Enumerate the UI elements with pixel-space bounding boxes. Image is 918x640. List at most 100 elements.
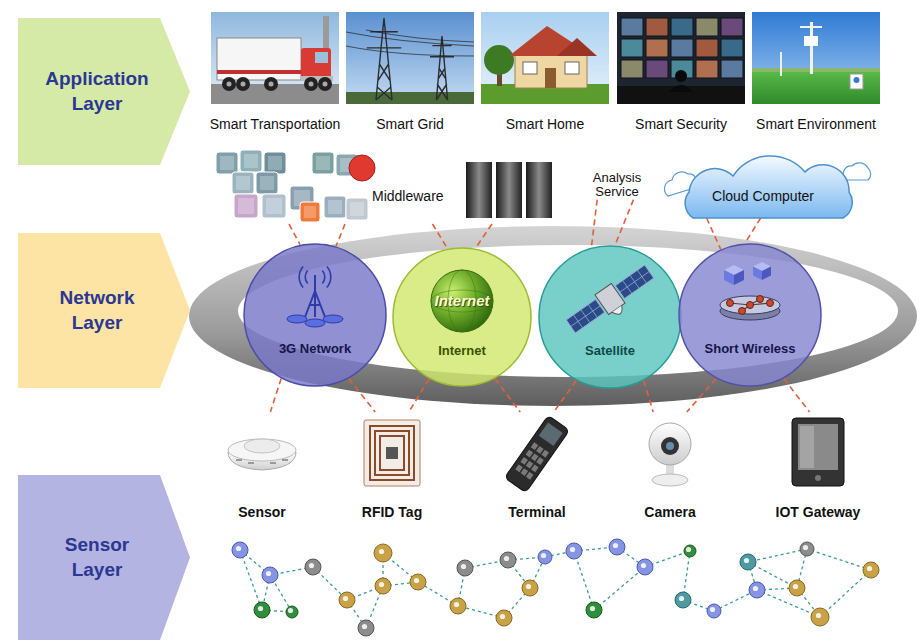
dashed-link xyxy=(554,381,576,412)
server-bar xyxy=(466,162,492,218)
circle-art xyxy=(392,247,532,387)
sensor-dot-shine xyxy=(641,563,646,568)
handheld-key xyxy=(520,457,528,465)
sensor-dot-shine xyxy=(710,607,715,612)
cloud-puff xyxy=(843,163,870,180)
base-station xyxy=(305,319,325,327)
module-cube-face xyxy=(244,154,258,168)
sensor-dot-shine xyxy=(379,582,384,587)
band-shape xyxy=(18,18,190,165)
network-circle: Satellite xyxy=(538,245,682,389)
mesh-link xyxy=(748,549,807,562)
device-illustration xyxy=(776,412,860,496)
sensor-dot-shine xyxy=(454,602,459,607)
panel-grid xyxy=(615,265,654,299)
network-disc xyxy=(539,246,681,388)
service-label: Analysis Service xyxy=(584,171,650,200)
application-photo: Smart Transportation xyxy=(210,12,341,132)
sensor-dot xyxy=(675,592,691,608)
handheld-body xyxy=(505,415,570,492)
module-cube-face xyxy=(316,156,330,170)
sensor-dot-body xyxy=(863,562,879,578)
sensor-dot-shine xyxy=(504,556,509,561)
dashed-link xyxy=(270,379,281,412)
device-icon-box: RFID Tag xyxy=(350,412,434,520)
band-fill xyxy=(18,475,190,640)
sensor-dot-body xyxy=(358,620,374,636)
sensor-dot xyxy=(450,598,466,614)
monitor xyxy=(646,39,668,57)
sensor-dot xyxy=(305,559,321,575)
station xyxy=(850,74,863,89)
dashed-link xyxy=(591,200,597,248)
dashed-link xyxy=(495,379,520,412)
sensor-dot xyxy=(262,567,278,583)
device-icon-box: Camera xyxy=(628,412,712,520)
module-cube xyxy=(216,152,238,174)
sensor-dot-body xyxy=(538,550,552,564)
door xyxy=(545,68,556,88)
monitor xyxy=(721,60,743,78)
solar-panel xyxy=(615,265,654,299)
device-icon-box: Terminal xyxy=(495,412,579,520)
sensor-dot-body xyxy=(637,559,653,575)
pylon xyxy=(430,36,454,100)
sensor-dot xyxy=(410,574,426,590)
dashed-link xyxy=(615,200,633,246)
sensor-mesh xyxy=(232,539,879,636)
sensor-dot-shine xyxy=(379,549,384,554)
dashed-link xyxy=(433,224,448,249)
sensor-dot-body xyxy=(684,545,696,557)
handheld-key xyxy=(531,464,539,472)
photo-caption: Smart Environment xyxy=(756,116,876,132)
sensor-dot-shine xyxy=(744,558,749,563)
photo-caption: Smart Home xyxy=(506,116,585,132)
desk xyxy=(617,86,745,104)
sensor-dot-shine xyxy=(803,545,808,550)
sky xyxy=(752,12,880,104)
application-photo: Smart Home xyxy=(481,12,609,132)
device-illustration xyxy=(220,412,304,496)
dashed-link xyxy=(687,379,716,412)
sensor-dot xyxy=(749,582,765,598)
server-bar xyxy=(526,162,552,218)
sensor-dot xyxy=(496,610,512,626)
sensor-dot xyxy=(538,550,552,564)
monitor xyxy=(621,39,643,57)
wheel-hub xyxy=(322,82,327,87)
photo-caption: Smart Grid xyxy=(376,116,444,132)
module-cube-face xyxy=(238,198,254,214)
mesh-link xyxy=(574,551,594,610)
sensor-dot xyxy=(740,554,756,570)
network-circle: InternetInternet xyxy=(392,247,532,387)
disk-node xyxy=(767,300,774,307)
gateway-button xyxy=(815,475,821,481)
mast xyxy=(810,22,813,74)
gateway-body xyxy=(792,418,844,486)
wheel xyxy=(222,77,236,91)
application-photo: Smart Grid xyxy=(346,12,474,132)
module-cube xyxy=(256,172,278,194)
sensor-dot-shine xyxy=(816,613,821,618)
module-cube xyxy=(312,152,334,174)
dashed-link xyxy=(409,379,429,412)
sensor-dot-body xyxy=(254,602,270,618)
device-label: Terminal xyxy=(508,504,565,520)
network-disc xyxy=(393,248,531,386)
device-label: Camera xyxy=(644,504,695,520)
signal-wave xyxy=(304,270,308,284)
cube-left xyxy=(753,267,762,281)
sensor-dot-body xyxy=(500,552,516,568)
cloud-outline xyxy=(685,156,852,218)
device-label: IOT Gateway xyxy=(776,504,861,520)
server-bar xyxy=(496,162,522,218)
sensor-dot xyxy=(254,602,270,618)
sensor-dot-body xyxy=(609,539,625,555)
device-label: RFID Tag xyxy=(362,504,422,520)
base-station xyxy=(287,315,307,323)
layer-band: Application Layer xyxy=(18,18,190,165)
sensor-dot-shine xyxy=(266,571,271,576)
dashed-link xyxy=(784,379,810,412)
wheel xyxy=(264,77,278,91)
monitor xyxy=(696,18,718,36)
